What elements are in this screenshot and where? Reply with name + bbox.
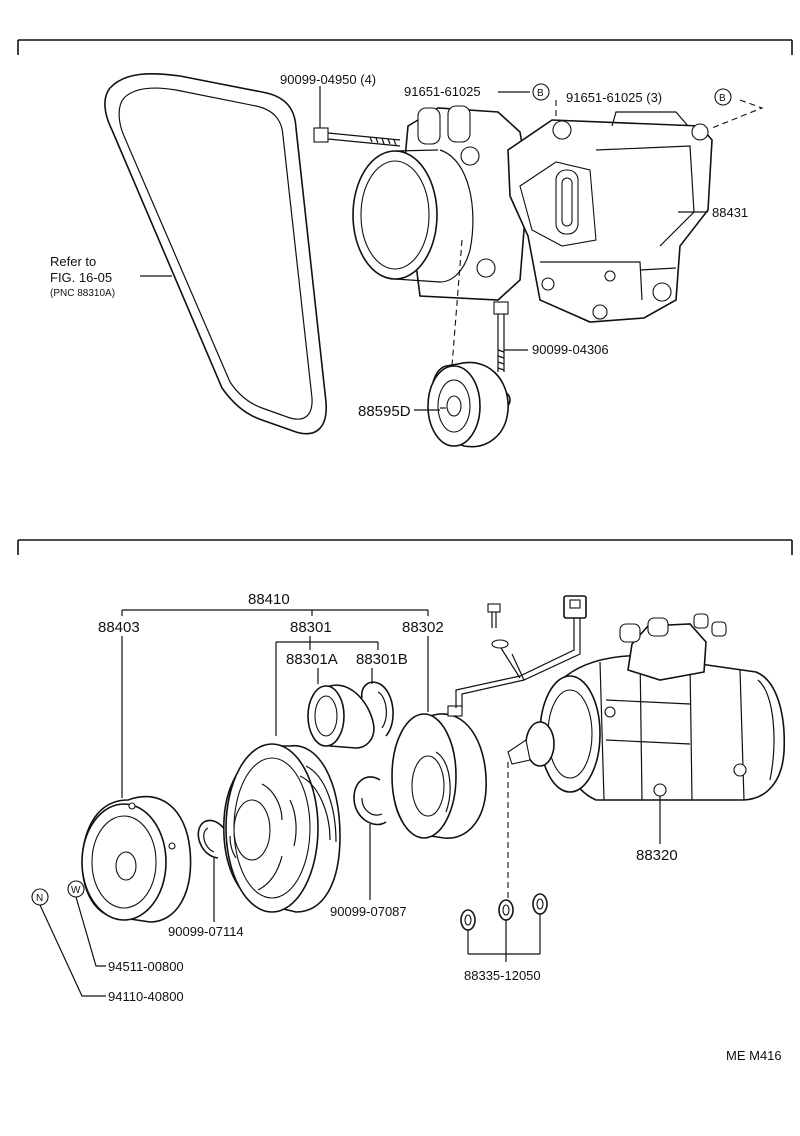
bottom-section-frame [17,539,793,555]
marker-b2-text: B [719,93,726,104]
nut-label: 94110-40800 [108,989,184,1004]
pulley-bearing [307,684,375,749]
diagram-code: ME M416 [726,1048,782,1063]
marker-b1-text: B [537,88,544,99]
field-coil-stator [391,705,487,839]
bolt-b1-label: 91651-61025 [404,84,481,99]
pulley-snap-ring [360,681,394,737]
clutch-hub [81,795,192,923]
stator-label: 88302 [402,619,444,636]
shims [460,762,548,962]
snap-ring-2-label: 90099-07087 [330,904,407,919]
compressor-upper [352,105,529,301]
refer-line1: Refer to [50,254,96,269]
wire-harness [455,595,587,708]
top-leader-lines [140,86,708,411]
bearing-label: 88301A [286,651,338,668]
idler-pulley [427,361,511,448]
ground-screw [487,603,501,628]
snap-ring-2 [353,776,387,900]
bolt-b2-label: 91651-61025 (3) [566,90,662,105]
bolt-top-label: 90099-04950 (4) [280,72,376,87]
bolt-lower [493,301,509,372]
washer-label: 94511-00800 [108,959,184,974]
snap-ring-b-label: 88301B [356,651,408,668]
shims-label: 88335-12050 [464,968,541,983]
marker-w: W [67,880,85,898]
magnet-pulley [223,743,341,913]
marker-b2: B [714,88,732,106]
refer-line2: FIG. 16-05 [50,270,112,285]
compressor-bracket [507,111,713,323]
clutch-group-tree [121,609,429,798]
top-section-frame [17,39,793,55]
idler-pulley-label: 88595D [358,403,411,420]
bottom-leader-lines [39,896,106,997]
pulley-label: 88301 [290,619,332,636]
drive-belt [104,72,327,435]
compressor-assy [507,613,786,844]
bolt-upper [313,127,401,147]
refer-line3: (PNC 88310A) [50,288,115,299]
marker-w-text: W [71,885,81,896]
marker-n: N [31,888,49,906]
compressor-label: 88320 [636,847,678,864]
clutch-assy-label: 88410 [248,591,290,608]
bolt-lower-label: 90099-04306 [532,342,609,357]
snap-ring-1-label: 90099-07114 [168,924,244,939]
marker-b1: B [532,83,550,101]
bracket-label: 88431 [712,205,748,220]
marker-n-text: N [36,893,43,904]
hub-label: 88403 [98,619,140,636]
